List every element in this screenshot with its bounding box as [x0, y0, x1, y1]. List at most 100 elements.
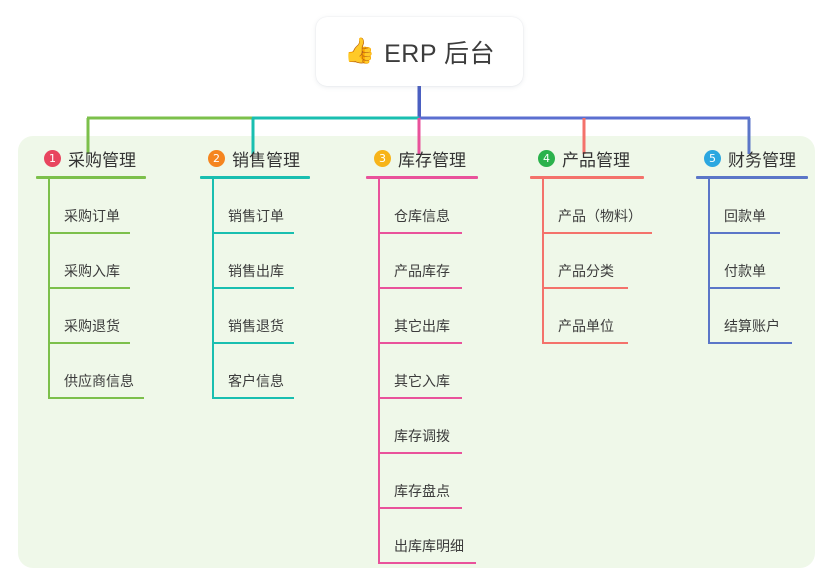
branch-column-1: 1 采购管理采购订单采购入库采购退货供应商信息 [36, 146, 146, 399]
branch-item-underline [212, 342, 294, 344]
branch-header-3[interactable]: 3 库存管理 [366, 146, 478, 170]
branch-spine [212, 179, 214, 399]
branch-item-list: 销售订单销售出库销售退货客户信息 [200, 179, 310, 399]
branch-item-label: 客户信息 [228, 373, 284, 389]
branch-item-label: 回款单 [724, 208, 766, 224]
branch-item-label: 库存调拨 [394, 428, 450, 444]
branch-item[interactable]: 客户信息 [200, 344, 310, 399]
branch-item-underline [378, 287, 462, 289]
branch-item[interactable]: 采购入库 [36, 234, 146, 289]
branch-item-label: 付款单 [724, 263, 766, 279]
branch-header-5[interactable]: 5 财务管理 [696, 146, 808, 170]
branch-item-underline [48, 397, 144, 399]
branch-column-5: 5 财务管理回款单付款单结算账户 [696, 146, 808, 344]
branch-item[interactable]: 供应商信息 [36, 344, 146, 399]
branch-header-1[interactable]: 1 采购管理 [36, 146, 146, 170]
branch-item[interactable]: 其它入库 [366, 344, 478, 399]
branch-title: 采购管理 [68, 150, 136, 170]
branch-item[interactable]: 销售退货 [200, 289, 310, 344]
branch-item-label: 库存盘点 [394, 483, 450, 499]
branch-item-underline [378, 342, 462, 344]
branch-number-badge: 3 [374, 149, 391, 167]
branch-item-underline [708, 232, 780, 234]
root-node-card[interactable]: 👍 ERP 后台 [316, 17, 523, 86]
branch-item-underline [542, 287, 628, 289]
branch-item-label: 销售退货 [228, 318, 284, 334]
branch-underline [366, 176, 478, 179]
branch-item-label: 产品单位 [558, 318, 614, 334]
branch-item[interactable]: 销售出库 [200, 234, 310, 289]
branch-underline [200, 176, 310, 179]
branch-item[interactable]: 结算账户 [696, 289, 808, 344]
branch-item-label: 结算账户 [724, 318, 780, 334]
branch-item-underline [378, 232, 462, 234]
branch-number-badge: 1 [44, 149, 61, 167]
branch-underline [696, 176, 808, 179]
branch-header-2[interactable]: 2 销售管理 [200, 146, 310, 170]
branch-underline [36, 176, 146, 179]
branch-column-3: 3 库存管理仓库信息产品库存其它出库其它入库库存调拨库存盘点出库库明细 [366, 146, 478, 564]
branch-item[interactable]: 产品（物料） [530, 179, 652, 234]
branch-title: 产品管理 [562, 150, 630, 170]
branch-title: 财务管理 [728, 150, 796, 170]
branch-item[interactable]: 销售订单 [200, 179, 310, 234]
branch-spine [48, 179, 50, 399]
branch-item-label: 出库库明细 [394, 538, 464, 554]
branch-number-badge: 4 [538, 149, 555, 167]
branch-item-underline [378, 452, 462, 454]
branch-item-underline [48, 232, 130, 234]
root-node-title: ERP 后台 [384, 39, 496, 68]
branch-item-underline [212, 397, 294, 399]
branch-item[interactable]: 回款单 [696, 179, 808, 234]
branch-item[interactable]: 采购订单 [36, 179, 146, 234]
branch-title: 库存管理 [398, 150, 466, 170]
branch-item-list: 采购订单采购入库采购退货供应商信息 [36, 179, 146, 399]
branch-item-underline [708, 287, 780, 289]
branch-header-4[interactable]: 4 产品管理 [530, 146, 644, 170]
branch-item-label: 供应商信息 [64, 373, 134, 389]
branch-item[interactable]: 采购退货 [36, 289, 146, 344]
branch-item-underline [378, 507, 462, 509]
branch-number-badge: 5 [704, 149, 721, 167]
branch-item-label: 采购退货 [64, 318, 120, 334]
branch-item-label: 采购入库 [64, 263, 120, 279]
branch-column-2: 2 销售管理销售订单销售出库销售退货客户信息 [200, 146, 310, 399]
branch-item-underline [542, 342, 628, 344]
branch-item-label: 销售出库 [228, 263, 284, 279]
branch-item-list: 产品（物料） 产品分类产品单位 [530, 179, 652, 344]
branch-item[interactable]: 其它出库 [366, 289, 478, 344]
branch-item-label: 销售订单 [228, 208, 284, 224]
branch-item-underline [378, 397, 462, 399]
branch-underline [530, 176, 644, 179]
branch-item-underline [48, 342, 130, 344]
branch-item-label: 采购订单 [64, 208, 120, 224]
branch-item-label: 产品（物料） [558, 208, 642, 224]
branch-item-underline [708, 342, 792, 344]
branch-item[interactable]: 出库库明细 [366, 509, 478, 564]
branch-item-label: 产品库存 [394, 263, 450, 279]
branch-title: 销售管理 [232, 150, 300, 170]
branch-item-label: 其它出库 [394, 318, 450, 334]
branch-item[interactable]: 仓库信息 [366, 179, 478, 234]
branch-item[interactable]: 产品分类 [530, 234, 644, 289]
branch-number-badge: 2 [208, 149, 225, 167]
branch-item-label: 仓库信息 [394, 208, 450, 224]
branch-item[interactable]: 库存盘点 [366, 454, 478, 509]
branch-item-list: 回款单付款单结算账户 [696, 179, 808, 344]
branch-item[interactable]: 付款单 [696, 234, 808, 289]
branch-spine [708, 179, 710, 344]
root-node-content: 👍 ERP 后台 [344, 34, 495, 70]
branch-item[interactable]: 库存调拨 [366, 399, 478, 454]
branch-item-underline [48, 287, 130, 289]
branch-item[interactable]: 产品库存 [366, 234, 478, 289]
branch-item-label: 其它入库 [394, 373, 450, 389]
diagram-panel-background [18, 136, 815, 568]
branch-item-underline [212, 287, 294, 289]
branch-column-4: 4 产品管理产品（物料） 产品分类产品单位 [530, 146, 652, 344]
branch-spine [542, 179, 544, 344]
branch-item-underline [378, 562, 476, 564]
thumbs-up-icon: 👍 [343, 37, 376, 65]
branch-item[interactable]: 产品单位 [530, 289, 644, 344]
branch-spine [378, 179, 380, 564]
